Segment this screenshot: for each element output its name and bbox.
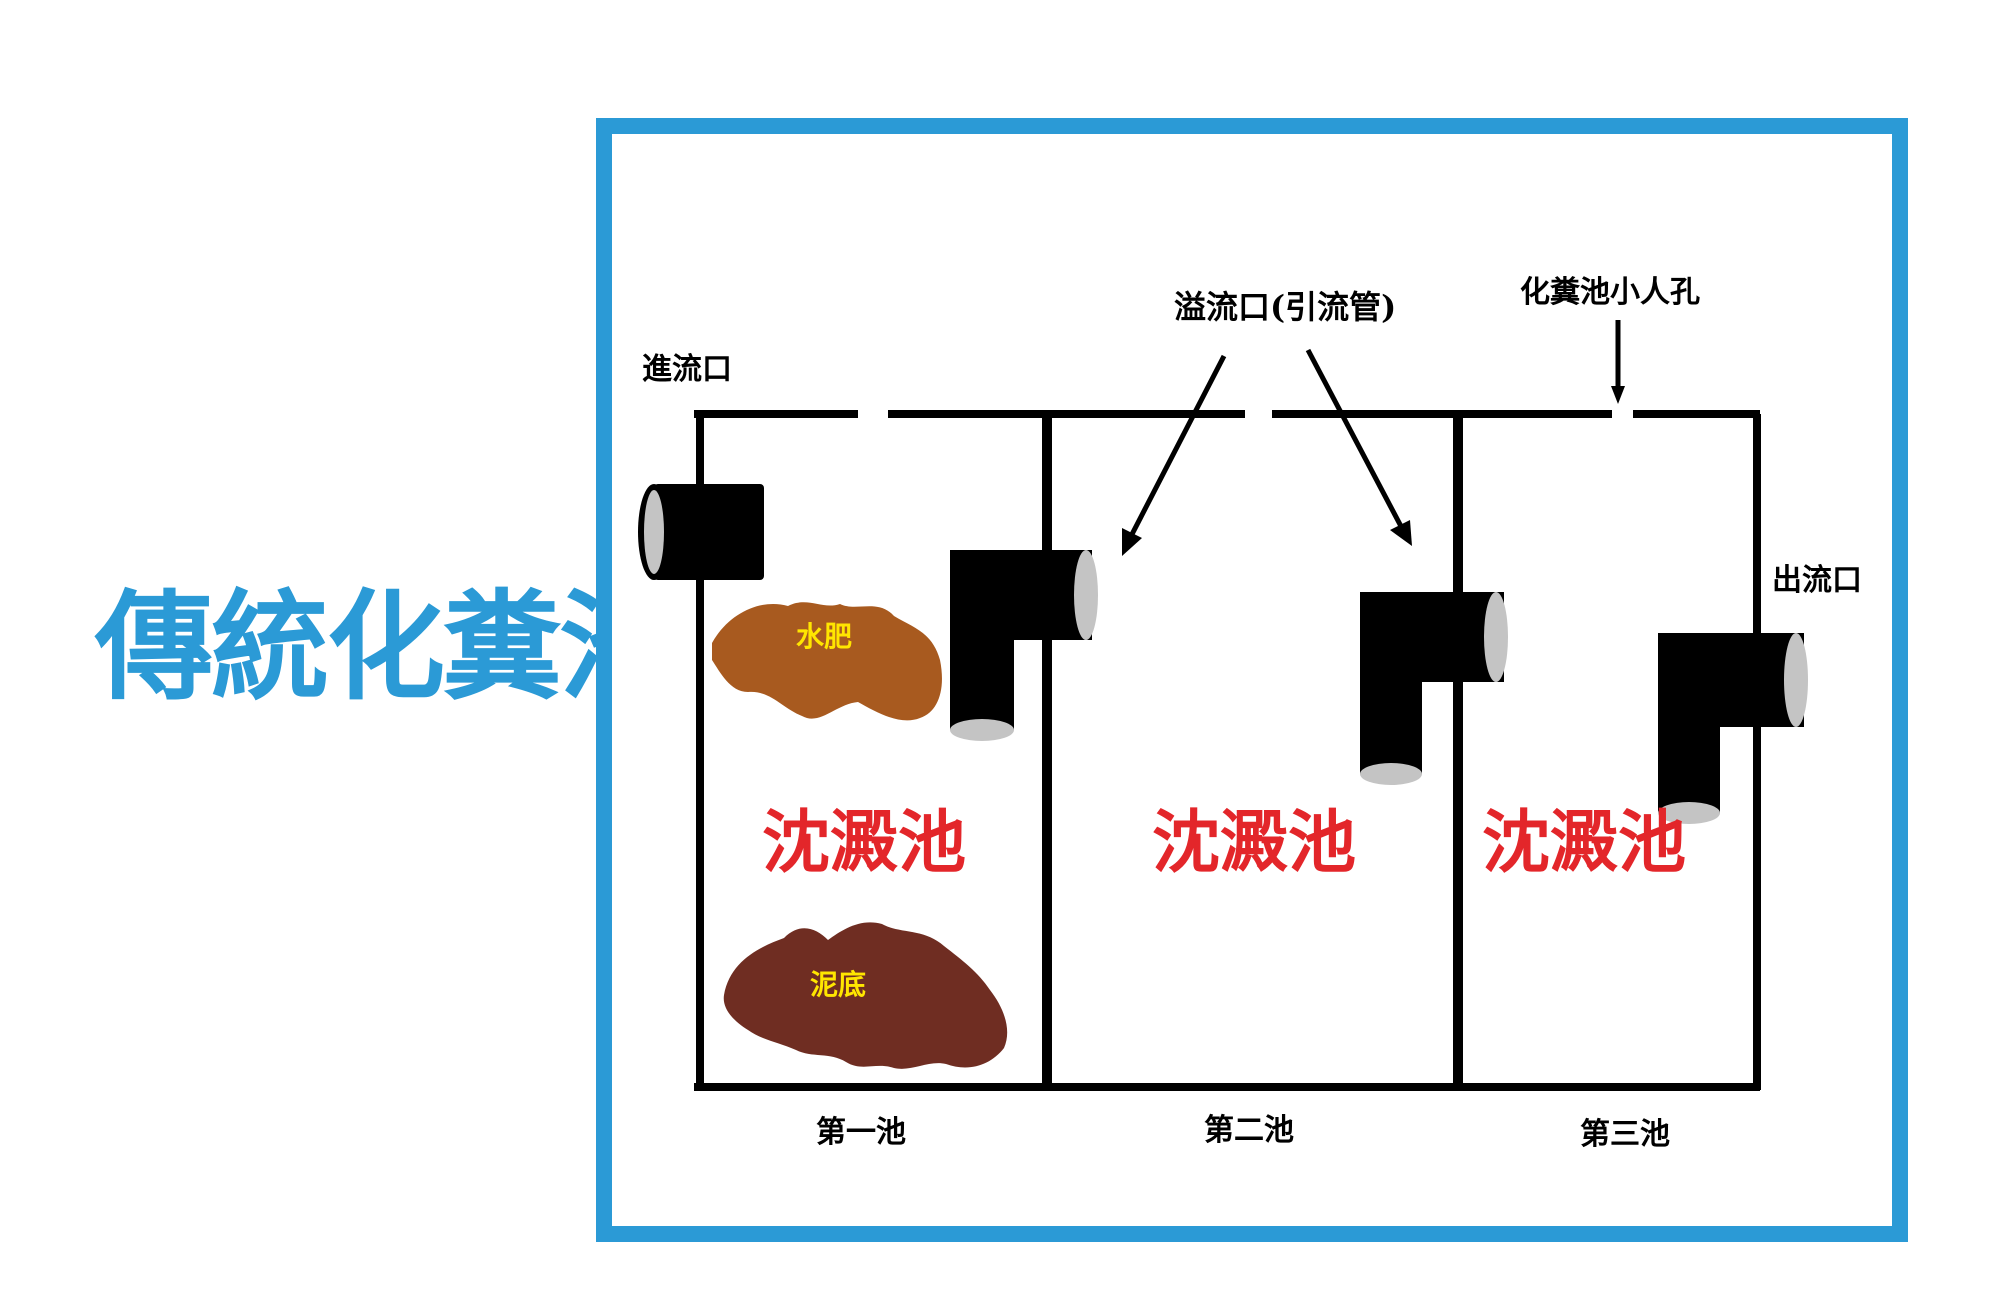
outlet-pipe <box>1658 633 1808 824</box>
sludge-label: 泥底 <box>810 968 866 1001</box>
scum-blob <box>712 602 942 721</box>
inlet-pipe <box>638 484 764 580</box>
chamber-name-1: 沈澱池 <box>762 803 966 883</box>
inlet-label: 進流口 <box>642 352 732 387</box>
page-title: 傳統化糞池 <box>95 577 677 716</box>
tank-structure <box>694 410 1761 1091</box>
overflow-arrows <box>1122 348 1412 556</box>
overflow-pipe-2 <box>1360 592 1508 785</box>
scum-label: 水肥 <box>796 620 852 653</box>
outlet-label: 出流口 <box>1772 563 1862 598</box>
overflow-pipe-1 <box>950 550 1098 741</box>
sludge-blob <box>723 922 1008 1069</box>
chamber-caption-2: 第二池 <box>1204 1113 1294 1148</box>
chamber-name-3: 沈澱池 <box>1482 803 1686 883</box>
manhole-arrow <box>1611 320 1625 404</box>
manhole-label: 化糞池小人孔 <box>1520 275 1700 310</box>
chamber-caption-3: 第三池 <box>1580 1117 1670 1152</box>
chamber-name-2: 沈澱池 <box>1152 803 1356 883</box>
overflow-label: 溢流口(引流管) <box>1174 288 1396 326</box>
chamber-caption-1: 第一池 <box>816 1115 906 1150</box>
